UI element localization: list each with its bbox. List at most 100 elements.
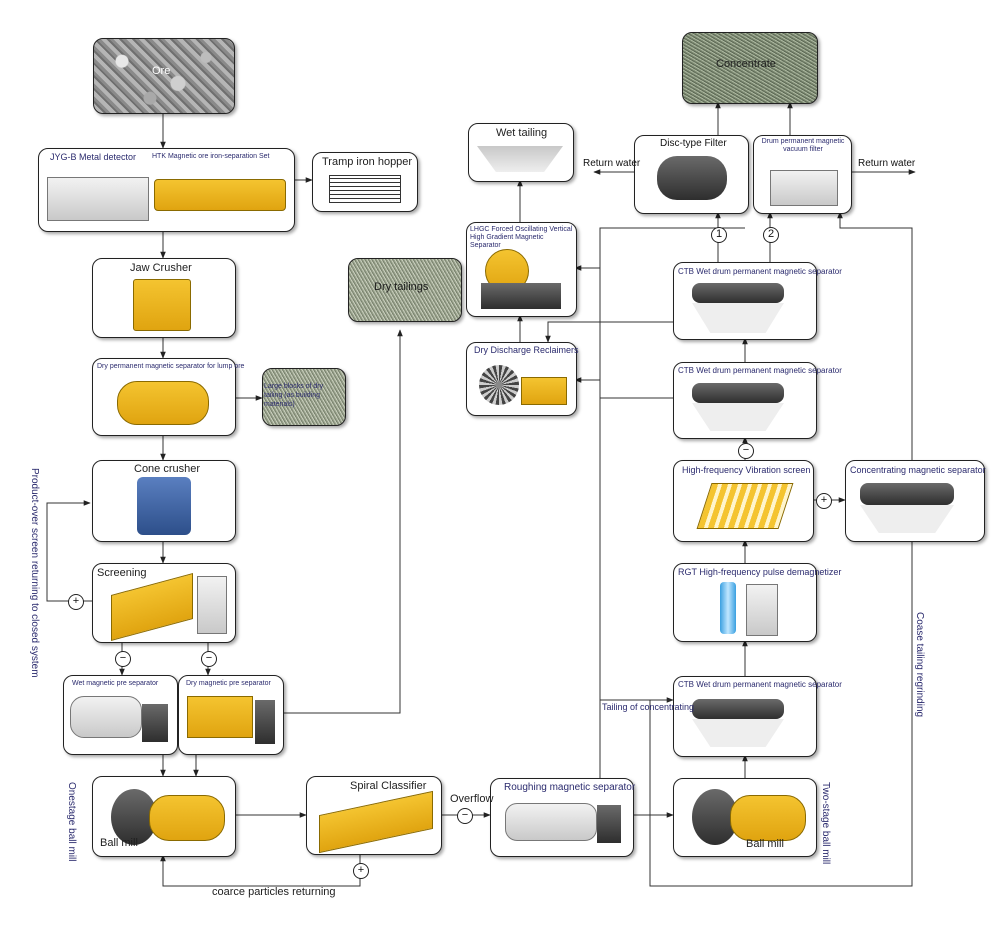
minus-symbol-screen: − (738, 443, 754, 459)
coarse-regrinding-label: Coase tailing regrinding (914, 612, 925, 718)
drum-filter-node (753, 135, 852, 214)
dry-discharge-label: Dry Discharge Reclaimers (474, 345, 579, 355)
ctb-low-tank-icon (692, 719, 784, 747)
arrow-screen-return (46, 500, 92, 602)
wet-tailing-node (468, 123, 574, 182)
ctb-top-drum-icon (692, 283, 784, 303)
disc-filter-icon (657, 156, 727, 200)
drum-filter-icon (770, 170, 838, 206)
ctb-low-drum-icon (692, 699, 784, 719)
dry-pre-icon (187, 696, 253, 738)
roughing-label: Roughing magnetic separator (504, 782, 636, 793)
metal-detector-node (38, 148, 295, 232)
spiral-classifier-node (306, 776, 442, 855)
minus-symbol-wet: − (115, 651, 131, 667)
rgt-label: RGT High-frequency pulse demagnetizer (678, 567, 842, 577)
jaw-crusher-icon (133, 279, 191, 331)
dry-lump-label: Dry permanent magnetic separator for lum… (97, 363, 245, 370)
disc-filter-node (634, 135, 749, 214)
arrow-spiral-return (160, 853, 361, 887)
ctb-top-label: CTB Wet drum permanent magnetic separato… (678, 267, 842, 276)
concentrating-sep-node (845, 460, 985, 542)
dry-pre-node (178, 675, 284, 755)
ore-label: Ore (152, 65, 171, 77)
return-water-left-label: Return water (583, 158, 641, 169)
wet-tailing-label: Wet tailing (496, 127, 548, 139)
ctb-mid-tank-icon (692, 403, 784, 431)
dry-tailings-label: Dry tailings (374, 281, 429, 293)
arrow-drypre-to-drytail (282, 329, 403, 714)
plus-symbol-conc: + (816, 493, 832, 509)
ball-mill-1-drum-icon (149, 795, 225, 841)
arrow-regrind (837, 211, 913, 540)
wet-pre-node (63, 675, 178, 755)
dry-pre-motor-icon (255, 700, 275, 744)
ball-mill-2-node (673, 778, 817, 857)
ctb-top-node (673, 262, 817, 340)
hf-screen-icon (696, 483, 794, 529)
demag-tube-icon (720, 582, 736, 634)
ctb-mid-drum-icon (692, 383, 784, 403)
vertical-ring-label: LHGC Forced Oscillating Vertical High Gr… (470, 226, 573, 249)
drum-filter-label: Drum permanent magnetic vacuum filter (761, 138, 845, 153)
minus-symbol-drypre: − (201, 651, 217, 667)
cone-crusher-node (92, 460, 236, 542)
reclaimer-frame-icon (521, 377, 567, 405)
ctb-low-node (673, 676, 817, 757)
ctb-mid-node (673, 362, 817, 439)
concentrating-drum-icon (860, 483, 954, 505)
return-water-right-label: Return water (858, 158, 916, 169)
control-cabinet-icon (197, 576, 227, 634)
hf-screen-label: High-frequency Vibration screen (682, 465, 811, 475)
plus-symbol-screen: + (68, 594, 84, 610)
roughing-drum-icon (505, 803, 597, 841)
screen-deck-icon (111, 573, 193, 641)
screening-label: Screening (97, 567, 147, 579)
concentrate-node (682, 32, 818, 104)
wet-pre-motor-icon (142, 704, 168, 742)
separator-conveyor-icon (154, 179, 286, 211)
arrow-ctbtop-tail (545, 321, 673, 343)
roughing-node (490, 778, 634, 857)
ball-mill-1-node (92, 776, 236, 857)
reclaimer-wheel-icon (479, 365, 519, 405)
ctb-low-label: CTB Wet drum permanent magnetic separato… (678, 680, 842, 689)
screening-node (92, 563, 236, 643)
ball-mill-2-drum-icon (730, 795, 806, 841)
iron-separation-label: HTK Magnetic ore iron-separation Set (152, 153, 270, 160)
ctb-top-tank-icon (692, 303, 784, 333)
rgt-node (673, 563, 817, 642)
coarse-returning-label: coarce particles returning (212, 886, 336, 898)
ball-mill-1-label: Ball mill (100, 837, 138, 849)
concentrate-label: Concentrate (716, 58, 776, 70)
demag-cabinet-icon (746, 584, 778, 636)
dry-tailings-node (348, 258, 462, 322)
roughing-motor-icon (597, 805, 621, 843)
circle-1-symbol: 1 (711, 227, 727, 243)
ball-mill-2-label: Ball mill (746, 838, 784, 850)
jaw-crusher-node (92, 258, 236, 338)
tramp-hopper-node (312, 152, 418, 212)
dry-pre-label: Dry magnetic pre separator (186, 680, 271, 687)
overflow-label: Overflow (450, 793, 494, 805)
concentrating-sep-label: Concentrating magnetic separator (850, 465, 986, 475)
dry-discharge-node (466, 342, 577, 416)
arrow-rough-up (599, 227, 745, 778)
large-blocks-label: Large blocks of dry tailing (as building… (264, 383, 324, 408)
spiral-classifier-label: Spiral Classifier (350, 780, 427, 792)
large-blocks-node (262, 368, 346, 426)
vertical-ring-base-icon (481, 283, 561, 309)
tramp-hopper-label: Tramp iron hopper (322, 156, 413, 168)
minus-symbol-overflow: − (457, 808, 473, 824)
detector-frame-icon (47, 177, 149, 221)
two-stage-label: Two-stage ball mill (820, 782, 831, 865)
spiral-classifier-icon (319, 790, 433, 854)
tailing-concentrating-label: Tailing of concentrating (602, 702, 695, 712)
ctb-mid-label: CTB Wet drum permanent magnetic separato… (678, 366, 842, 375)
product-over-screen-label: Product-over screen returning to closed … (29, 468, 40, 678)
tailing-pond-icon (477, 146, 563, 172)
dry-lump-drum-icon (117, 381, 209, 425)
dry-lump-node (92, 358, 236, 436)
hopper-icon (329, 175, 401, 203)
